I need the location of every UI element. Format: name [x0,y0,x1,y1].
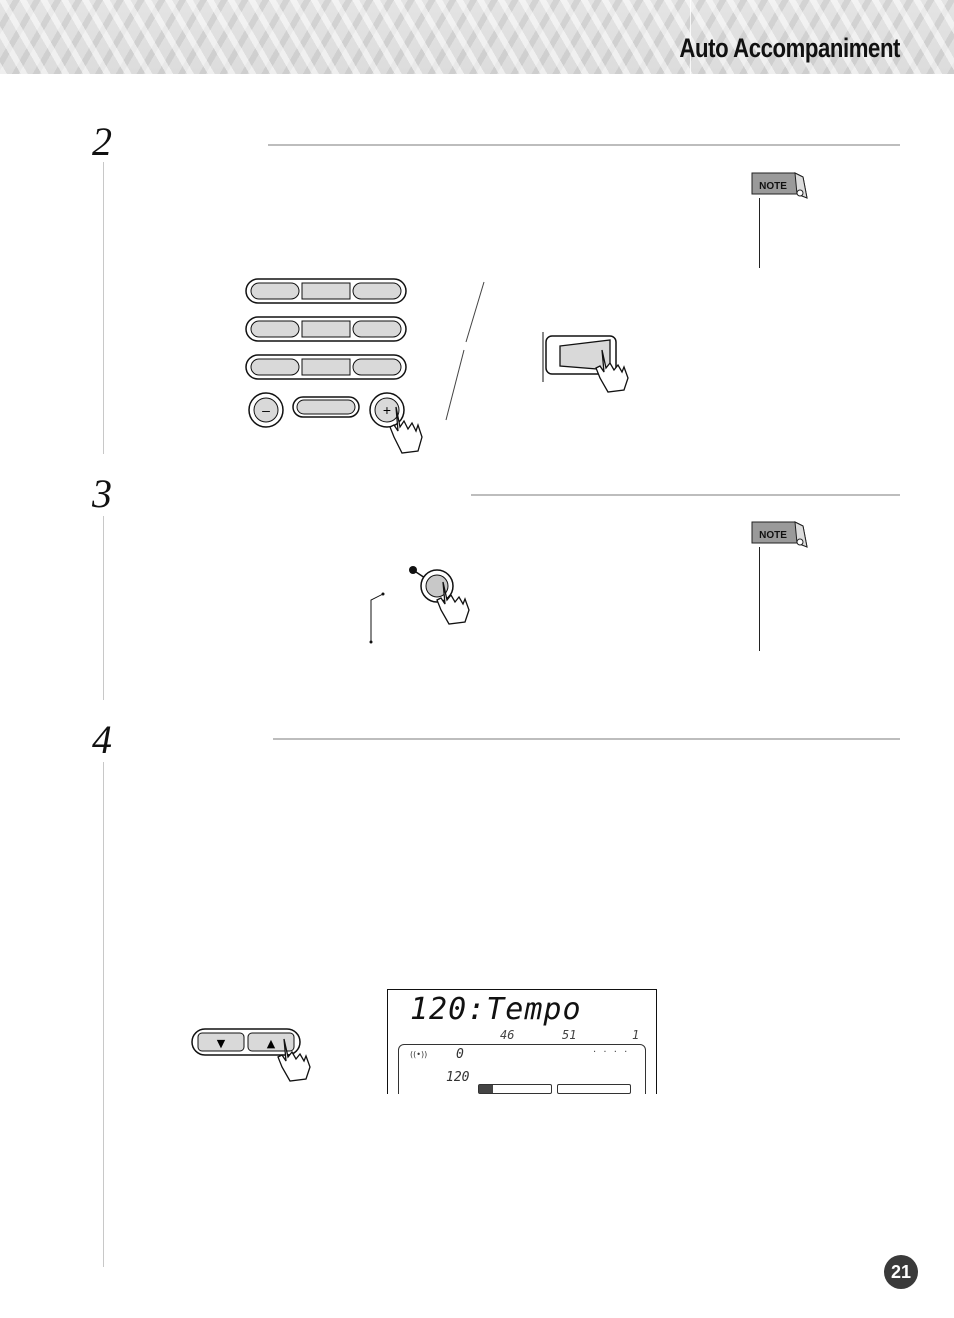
page-title: Auto Accompaniment [679,33,900,63]
pointing-hand-icon [389,406,423,454]
tempo-down-icon: ▼ [217,1037,226,1050]
step-2-vertical-line [103,162,104,454]
signal-icon: ((•)) [410,1050,428,1059]
note-1-line [759,198,760,268]
header-band [0,0,954,74]
minus-label: – [262,402,270,418]
keypad-row-1 [245,278,407,304]
step-number-2: 2 [92,119,112,164]
lcd-main-text: 120:Tempo [410,992,582,1027]
step-number-3: 3 [92,471,112,516]
step-2-rule [268,144,900,146]
lcd-bar-right [557,1084,631,1094]
minus-button: – [248,392,284,428]
step-3-rule [471,494,900,496]
step-4-rule [273,738,900,740]
plus-button: + [369,392,405,428]
note-2-line [759,547,760,651]
note-label-1: NOTE [759,181,787,192]
note-label-2: NOTE [759,530,787,541]
step-number-4: 4 [92,717,112,762]
lcd-display: 120:Tempo 46 51 1 ((•)) 0 . . . . 120 [387,989,657,1094]
keypad-row-3 [245,354,407,380]
lcd-beat-dots: . . . . [593,1044,630,1055]
note-tag-1: NOTE [751,172,808,199]
connector-line [445,281,485,421]
start-button [369,566,470,644]
lcd-tempo-value: 120 [446,1070,470,1085]
lcd-digits-b: 51 [562,1028,577,1042]
step-3-vertical-line [103,516,104,700]
pointing-hand-icon [595,349,629,393]
tempo-buttons: ▼ ▲ [191,1028,311,1082]
pointing-hand-icon [277,1038,311,1082]
category-keypad: – + [245,278,423,454]
page-number-badge: 21 [884,1255,918,1289]
note-tag-2: NOTE [751,521,808,548]
keypad-row-2 [245,316,407,342]
lcd-lower-panel [398,1044,646,1094]
accompaniment-button [542,332,629,393]
lcd-bar-left [478,1084,552,1094]
plus-label: + [383,402,391,418]
lcd-digits-c: 1 [632,1028,640,1042]
lcd-digits-a: 46 [500,1028,515,1042]
pointing-hand-icon [436,581,470,625]
tempo-up-icon: ▲ [267,1037,276,1050]
step-4-vertical-line [103,762,104,1267]
lcd-measure: 0 [456,1047,464,1062]
middle-bar-button [292,396,360,418]
